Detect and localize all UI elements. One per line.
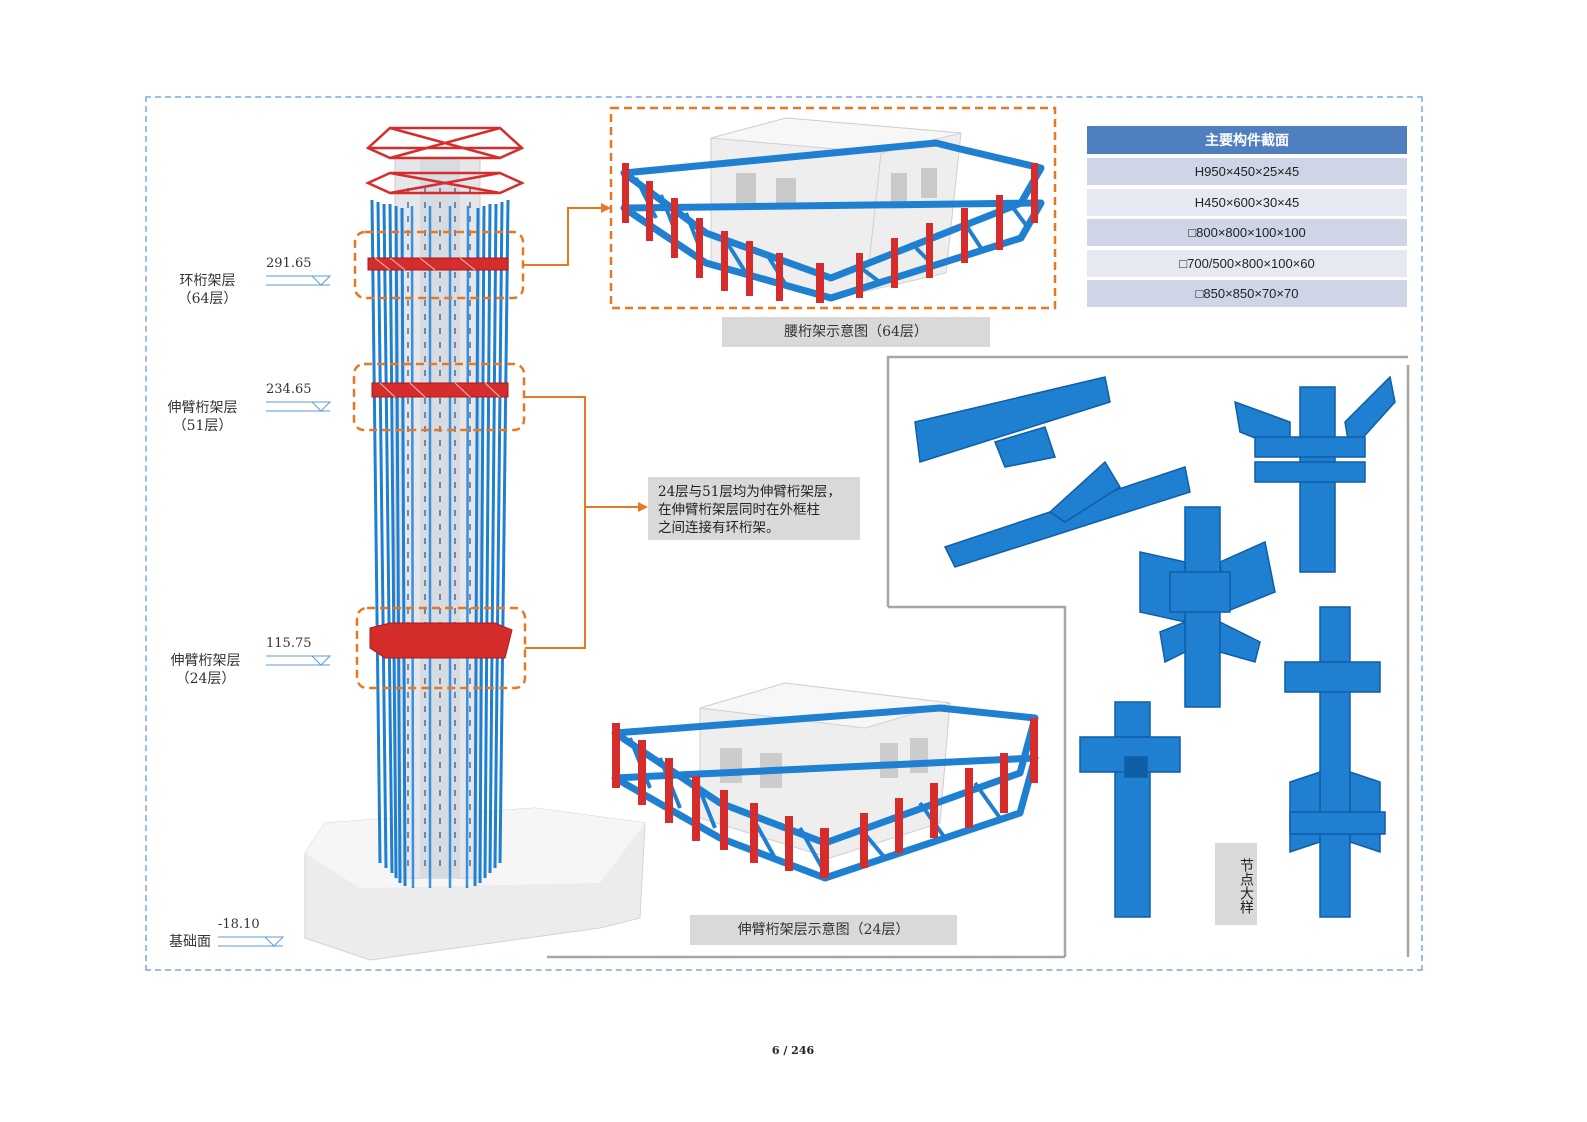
- outrigger-truss-illustration: [611, 682, 1039, 882]
- elevation-51: 234.65: [266, 382, 312, 397]
- elevation-foundation: -18.10: [218, 917, 260, 932]
- tower-elevation-drawing: [304, 126, 646, 961]
- section-table-row: □850×850×70×70: [1087, 280, 1407, 308]
- level-name: 环桁架层: [179, 273, 236, 289]
- level-name: 伸臂桁架层: [170, 653, 241, 669]
- section-table-row: H450×600×30×45: [1087, 188, 1407, 216]
- waist-truss-illustration: [620, 117, 1045, 303]
- waist-truss-caption: 腰桁架示意图（64层）: [722, 317, 990, 347]
- node-detail-label: 节点大样: [1215, 843, 1257, 925]
- level-name: 伸臂桁架层: [167, 400, 238, 416]
- section-table-row: □800×800×100×100: [1087, 219, 1407, 247]
- section-table-row: □700/500×800×100×60: [1087, 249, 1407, 277]
- outrigger-note: 24层与51层均为伸臂桁架层， 在伸臂桁架层同时在外框柱 之间连接有环桁架。: [648, 477, 860, 540]
- note-line: 之间连接有环桁架。: [658, 520, 780, 536]
- level-label-24: 伸臂桁架层 （24层）: [158, 652, 253, 688]
- foundation-label: 基础面: [169, 934, 211, 950]
- level-floor: （51层）: [172, 418, 233, 434]
- level-label-64: 环桁架层 （64层）: [160, 272, 255, 308]
- node-details-illustration: [914, 375, 1396, 918]
- section-table-row: H950×450×25×45: [1087, 158, 1407, 185]
- elevation-24: 115.75: [266, 636, 312, 651]
- page-number: 6 / 246: [771, 1044, 815, 1057]
- elevation-64: 291.65: [266, 256, 312, 271]
- note-line: 在伸臂桁架层同时在外框柱: [658, 502, 820, 518]
- level-label-51: 伸臂桁架层 （51层）: [155, 399, 250, 435]
- level-floor: （64层）: [177, 291, 238, 307]
- page-frame: [145, 96, 1423, 971]
- section-table-header: 主要构件截面: [1087, 126, 1407, 154]
- note-line: 24层与51层均为伸臂桁架层，: [658, 484, 841, 500]
- section-table: 主要构件截面 H950×450×25×45 H450×600×30×45 □80…: [1087, 126, 1407, 311]
- level-floor: （24层）: [175, 671, 236, 687]
- outrigger-truss-caption: 伸臂桁架层示意图（24层）: [690, 915, 957, 945]
